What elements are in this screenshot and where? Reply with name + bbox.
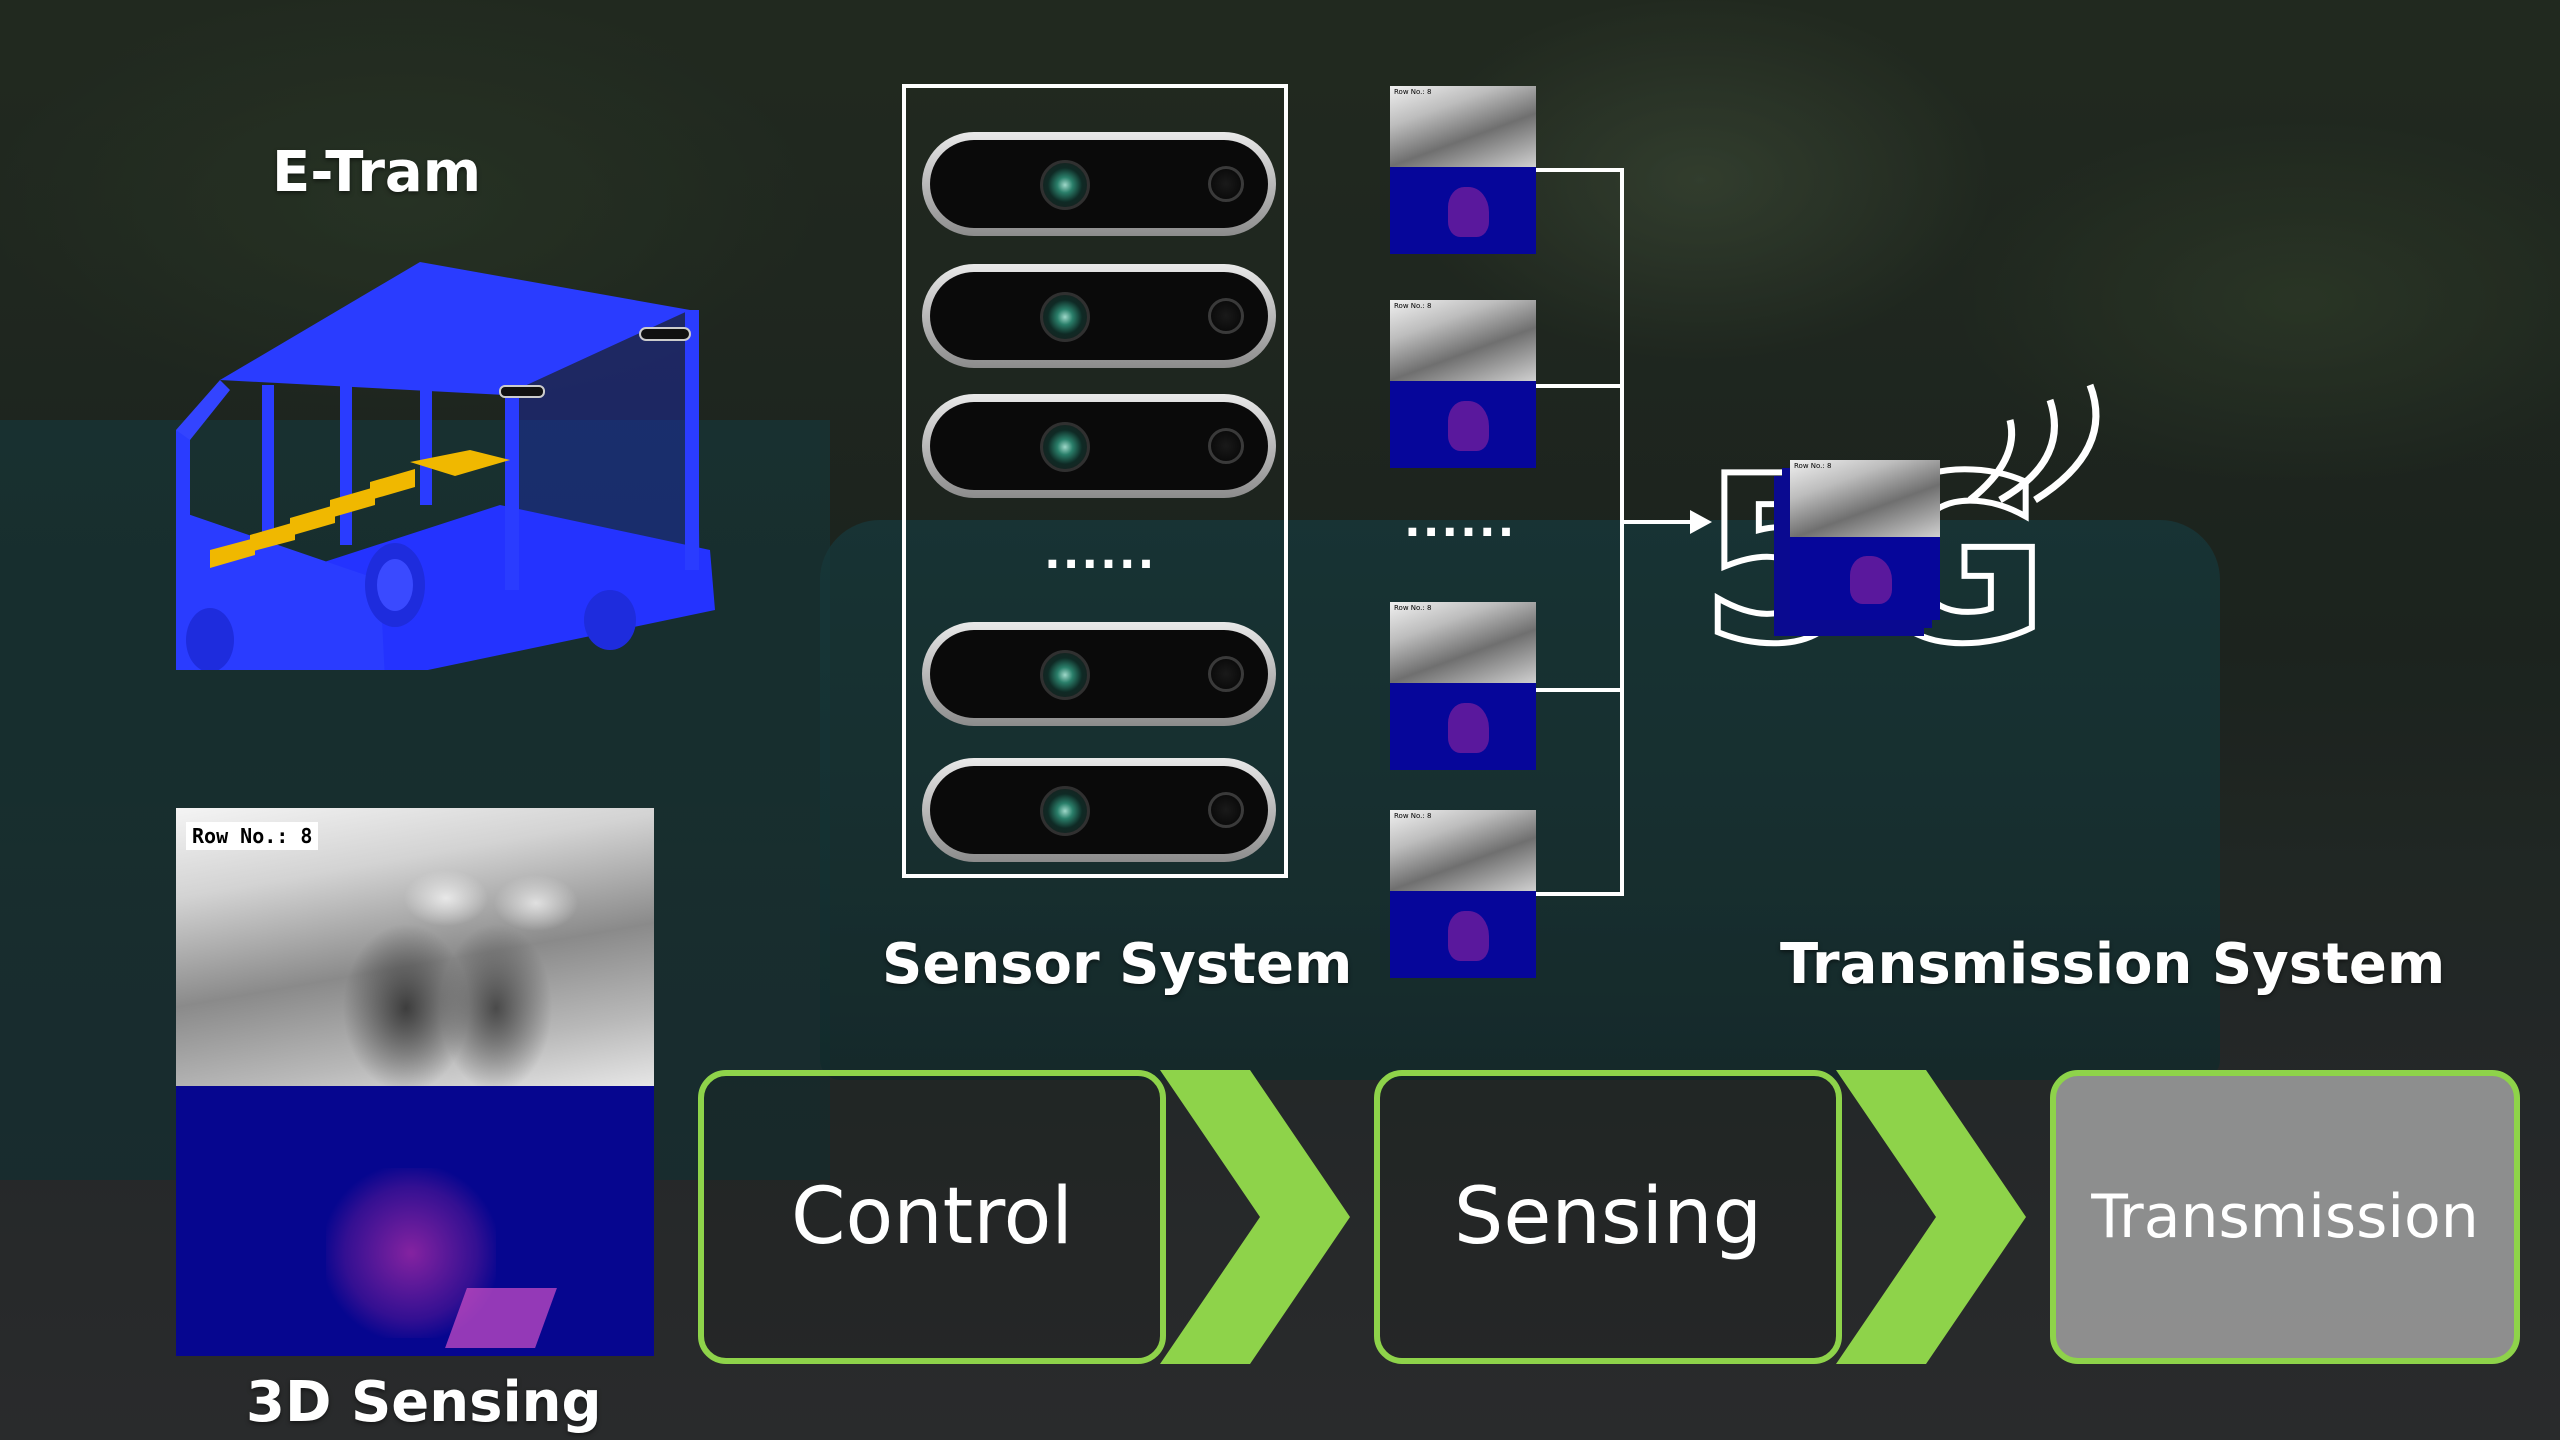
frame-thumbnail: Row No.: 8: [1390, 300, 1536, 468]
flow-step-control: Control: [698, 1070, 1166, 1364]
frame-thumbnail: Row No.: 8: [1390, 86, 1536, 254]
frame-thumbnail: Row No.: 8: [1390, 810, 1536, 978]
etram-label: E-Tram: [272, 140, 481, 205]
chevron-right-icon: [1836, 1070, 2026, 1364]
connector-line: [1536, 168, 1624, 172]
transmission-system-label: Transmission System: [1780, 932, 2445, 997]
depth-camera-icon: [922, 132, 1276, 236]
stacked-frames: Row No.: 8: [1790, 460, 1940, 620]
depth-camera-icon: [922, 264, 1276, 368]
row-number-caption: Row No.: 8: [186, 822, 318, 850]
ellipsis: ......: [1404, 496, 1516, 547]
wifi-signal-icon: [1950, 380, 2120, 520]
depth-camera-icon: [922, 394, 1276, 498]
depth-camera-icon: [922, 622, 1276, 726]
3d-sensing-frame: Row No.: 8: [176, 808, 654, 1356]
tram-icon: [170, 250, 730, 670]
connector-line: [1536, 892, 1624, 896]
depth-camera-icon: [922, 758, 1276, 862]
3d-sensing-label: 3D Sensing: [246, 1370, 602, 1435]
sensor-system-box: ......: [902, 84, 1288, 878]
flow-step-sensing: Sensing: [1374, 1070, 1842, 1364]
flow-step-transmission: Transmission: [2050, 1070, 2520, 1364]
connector-line: [1536, 384, 1624, 388]
connector-line: [1536, 688, 1624, 692]
frame-thumbnail: Row No.: 8: [1390, 602, 1536, 770]
ellipsis: ......: [1044, 528, 1156, 579]
chevron-right-icon: [1160, 1070, 1350, 1364]
sensor-system-label: Sensor System: [882, 932, 1352, 997]
